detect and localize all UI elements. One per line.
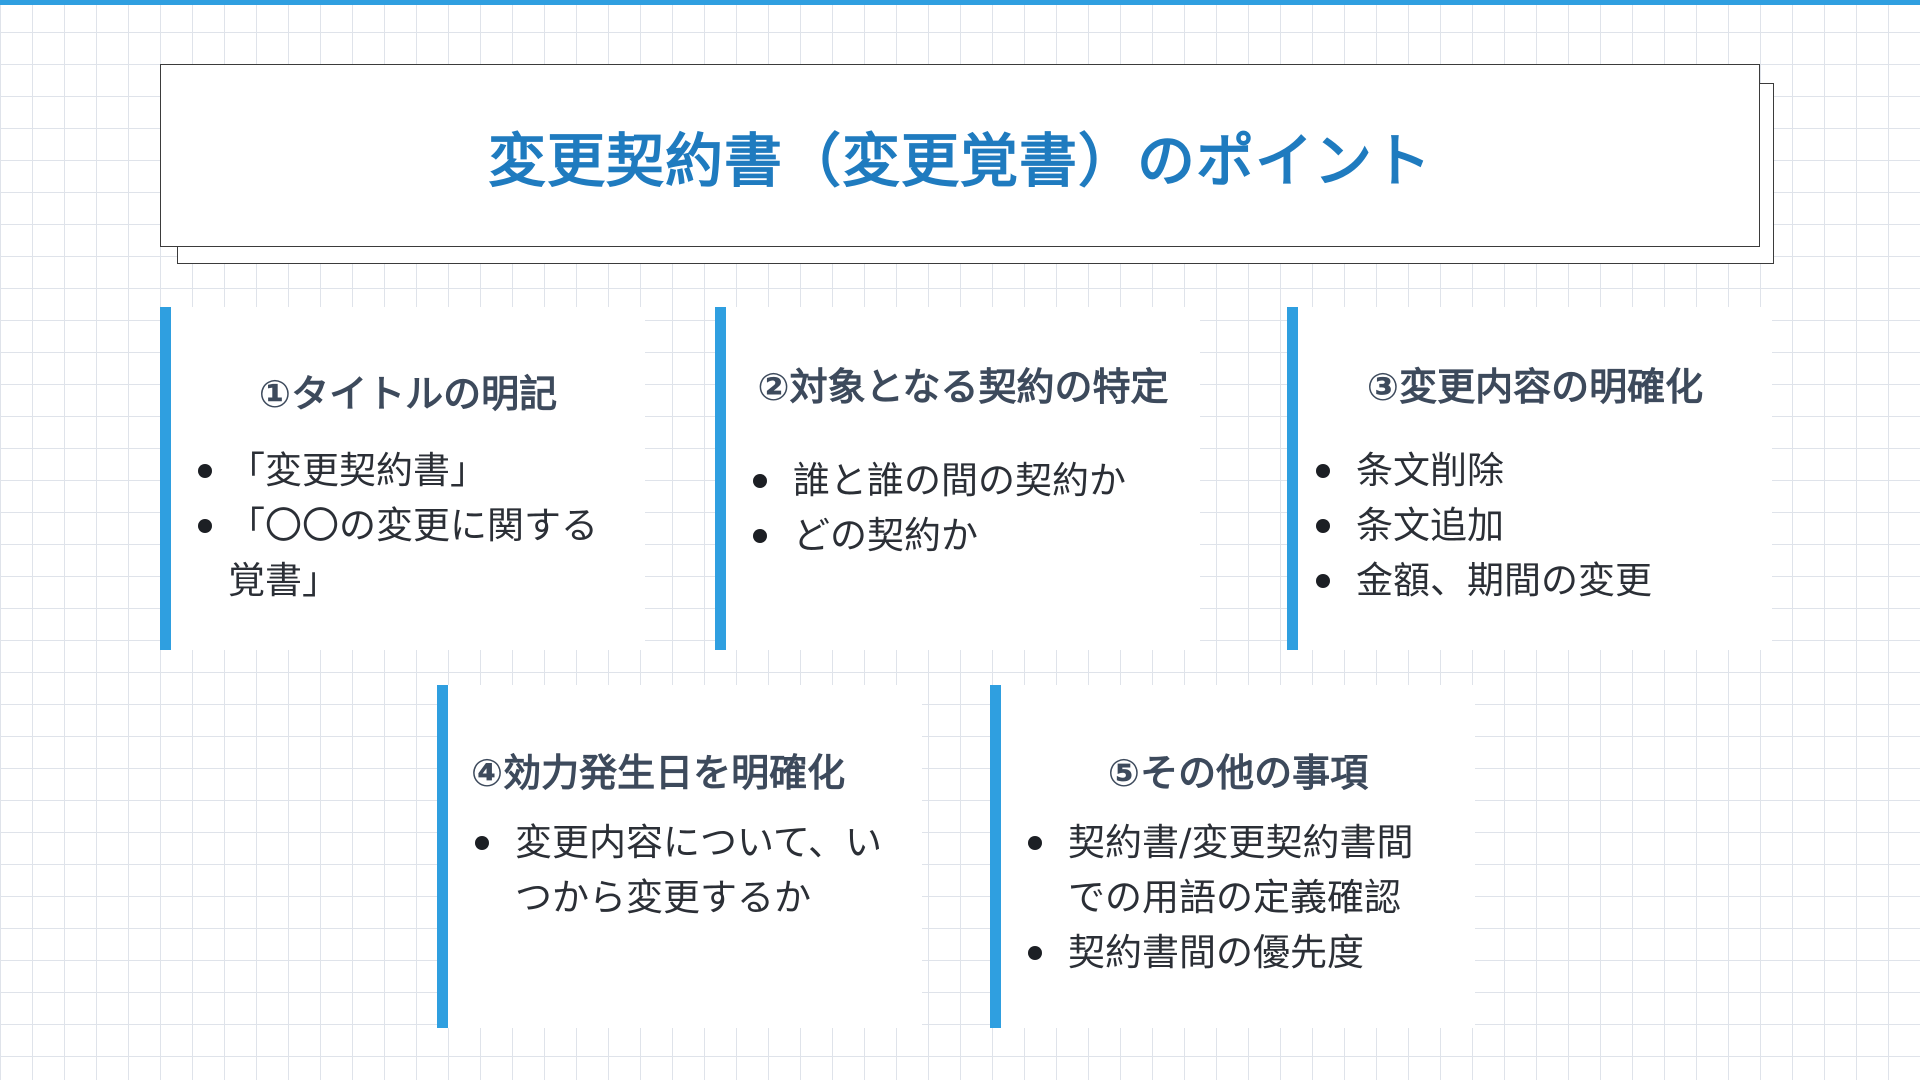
point-card-target-contract: ②対象となる契約の特定 誰と誰の間の契約か どの契約か: [715, 307, 1200, 650]
list-item: 条文追加: [1312, 498, 1762, 553]
list-item: どの契約か: [749, 508, 1189, 563]
top-accent-bar: [0, 0, 1920, 5]
card-list: 誰と誰の間の契約か どの契約か: [749, 453, 1189, 563]
list-item: 変更内容について、いつから変更するか: [471, 815, 891, 925]
list-item: 条文削除: [1312, 443, 1762, 498]
card-accent-bar: [990, 685, 1001, 1028]
card-list: 変更内容について、いつから変更するか: [471, 815, 891, 925]
list-item: 金額、期間の変更: [1312, 553, 1762, 608]
point-card-other-matters: ⑤その他の事項 契約書/変更契約書間での用語の定義確認 契約書間の優先度: [990, 685, 1475, 1028]
point-card-effective-date: ④効力発生日を明確化 変更内容について、いつから変更するか: [437, 685, 922, 1028]
card-heading: ③変更内容の明確化: [1366, 365, 1704, 409]
card-heading: ④効力発生日を明確化: [471, 751, 846, 795]
card-list: 条文削除 条文追加 金額、期間の変更: [1312, 443, 1762, 608]
point-card-title: ①タイトルの明記 「変更契約書」 「〇〇の変更に関する覚書」: [160, 307, 645, 650]
list-item: 「変更契約書」: [194, 443, 634, 498]
card-accent-bar: [715, 307, 726, 650]
card-accent-bar: [160, 307, 171, 650]
card-heading: ②対象となる契約の特定: [757, 365, 1169, 409]
card-accent-bar: [1287, 307, 1298, 650]
card-accent-bar: [437, 685, 448, 1028]
list-item: 誰と誰の間の契約か: [749, 453, 1189, 508]
card-heading: ⑤その他の事項: [1107, 751, 1369, 795]
list-item: 契約書間の優先度: [1024, 925, 1444, 980]
card-list: 「変更契約書」 「〇〇の変更に関する覚書」: [194, 443, 634, 608]
card-heading: ①タイトルの明記: [258, 372, 558, 416]
list-item: 「〇〇の変更に関する覚書」: [194, 498, 634, 608]
point-card-change-content: ③変更内容の明確化 条文削除 条文追加 金額、期間の変更: [1287, 307, 1772, 650]
list-item: 契約書/変更契約書間での用語の定義確認: [1024, 815, 1444, 925]
title-box: 変更契約書（変更覚書）のポイント: [160, 64, 1760, 247]
page-title: 変更契約書（変更覚書）のポイント: [487, 126, 1432, 195]
card-list: 契約書/変更契約書間での用語の定義確認 契約書間の優先度: [1024, 815, 1444, 980]
